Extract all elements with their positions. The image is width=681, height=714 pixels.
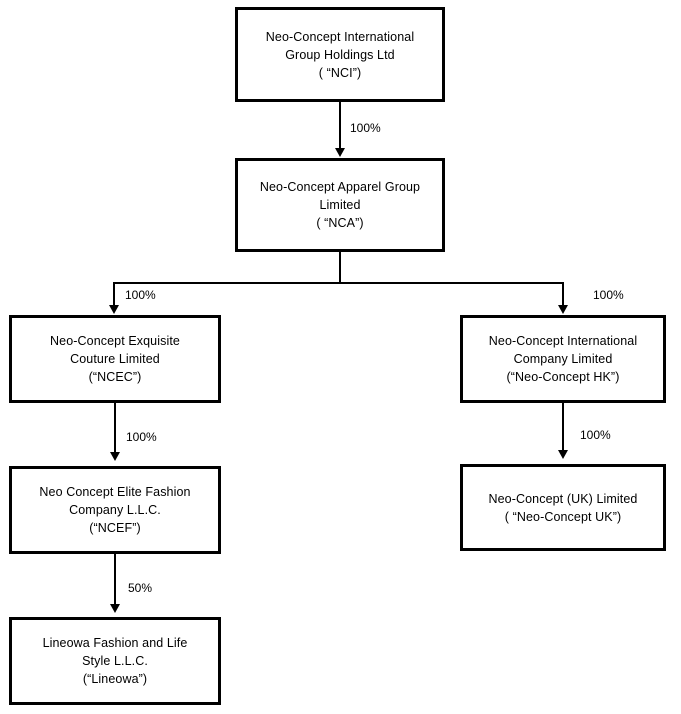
edge-label-ncef-to-lineowa: 50% xyxy=(128,581,153,595)
edge-nchk-to-ncuk-arrow-icon xyxy=(558,450,568,459)
edge-label-nca-to-nchk: 100% xyxy=(593,288,624,302)
edge-ncec-to-ncef-line xyxy=(114,403,116,453)
edge-nca-to-ncec-arrow-icon xyxy=(109,305,119,314)
node-nci-line-1: Neo-Concept International xyxy=(265,29,415,44)
node-neo-concept-uk[interactable]: Neo-Concept (UK) Limited ( “Neo-Concept … xyxy=(460,464,666,551)
node-nci-line-2: Group Holdings Ltd xyxy=(285,47,395,62)
node-ncef[interactable]: Neo Concept Elite Fashion Company L.L.C.… xyxy=(9,466,221,554)
node-lineowa-line-3: (“Lineowa”) xyxy=(82,672,148,686)
edge-ncef-to-lineowa-line xyxy=(114,554,116,605)
edge-nca-split-bus xyxy=(113,282,564,284)
edge-nca-to-nchk-arrow-icon xyxy=(558,305,568,314)
node-ncef-line-2: Company L.L.C. xyxy=(69,503,161,517)
node-ncef-line-1: Neo Concept Elite Fashion xyxy=(39,485,191,499)
node-ncuk-line-2: ( “Neo-Concept UK”) xyxy=(504,509,622,524)
edge-nca-split-stem xyxy=(339,252,341,284)
edge-label-nci-to-nca: 100% xyxy=(350,121,381,135)
node-nchk-line-1: Neo-Concept International xyxy=(488,334,638,348)
node-ncuk-line-1: Neo-Concept (UK) Limited xyxy=(488,491,638,506)
edge-nci-to-nca-arrow-icon xyxy=(335,148,345,157)
node-ncec-line-1: Neo-Concept Exquisite xyxy=(50,334,180,348)
edge-nca-to-ncec-line xyxy=(113,282,115,307)
node-lineowa[interactable]: Lineowa Fashion and Life Style L.L.C. (“… xyxy=(9,617,221,705)
node-nchk-line-2: Company Limited xyxy=(513,352,613,366)
node-ncef-line-3: (“NCEF”) xyxy=(89,521,141,535)
edge-label-nchk-to-ncuk: 100% xyxy=(580,428,611,442)
node-nca-line-3: ( “NCA”) xyxy=(316,216,364,230)
node-ncec-line-2: Couture Limited xyxy=(70,352,160,366)
node-ncec-line-3: (“NCEC”) xyxy=(88,370,142,384)
edge-ncef-to-lineowa-arrow-icon xyxy=(110,604,120,613)
edge-ncec-to-ncef-arrow-icon xyxy=(110,452,120,461)
node-nca-line-2: Limited xyxy=(319,198,361,212)
node-lineowa-line-2: Style L.L.C. xyxy=(82,654,148,668)
edge-label-ncec-to-ncef: 100% xyxy=(126,430,157,444)
node-nci[interactable]: Neo-Concept International Group Holdings… xyxy=(235,7,445,102)
edge-nci-to-nca-line xyxy=(339,102,341,149)
node-ncec[interactable]: Neo-Concept Exquisite Couture Limited (“… xyxy=(9,315,221,403)
edge-label-nca-to-ncec: 100% xyxy=(125,288,156,302)
node-nchk-line-3: (“Neo-Concept HK”) xyxy=(506,370,620,384)
edge-nchk-to-ncuk-line xyxy=(562,403,564,452)
node-nca[interactable]: Neo-Concept Apparel Group Limited ( “NCA… xyxy=(235,158,445,252)
edge-nca-to-nchk-line xyxy=(562,282,564,307)
node-lineowa-line-1: Lineowa Fashion and Life xyxy=(42,636,188,650)
node-neo-concept-hk[interactable]: Neo-Concept International Company Limite… xyxy=(460,315,666,403)
node-nca-line-1: Neo-Concept Apparel Group xyxy=(259,180,421,194)
node-nci-line-3: ( “NCI”) xyxy=(318,65,362,80)
